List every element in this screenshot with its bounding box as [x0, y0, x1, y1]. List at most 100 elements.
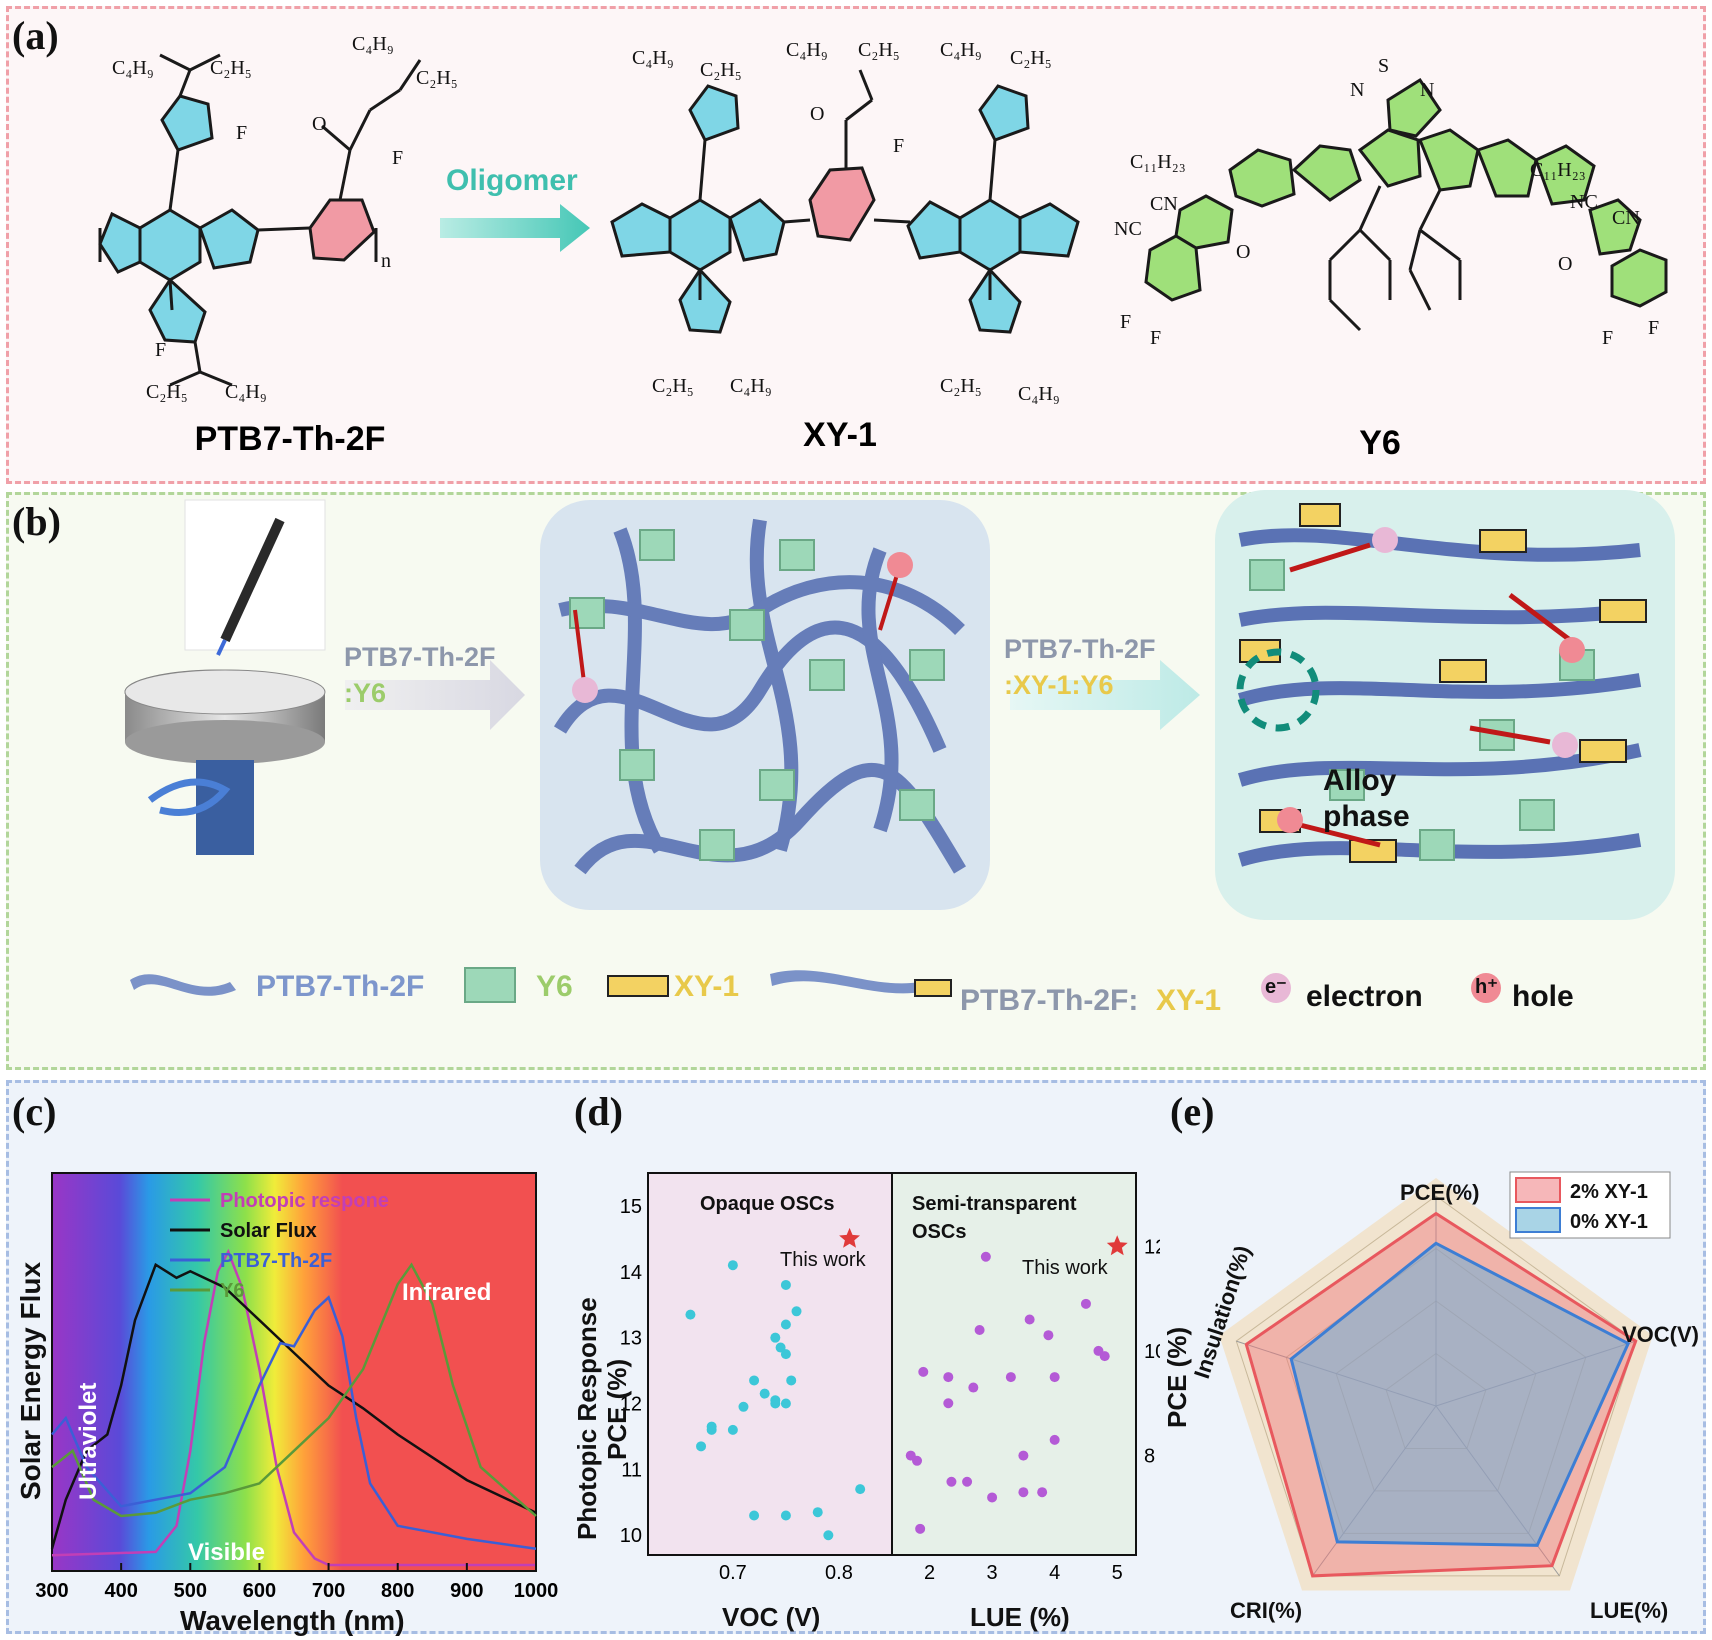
semi-data-point: [1037, 1487, 1048, 1498]
legend-xy1-icon: [607, 975, 669, 997]
ptb-sub-c4h9-bottom: C₄H₉: [225, 381, 267, 403]
opaque-data-point: [770, 1332, 781, 1343]
xy1-sub-c4h9-right: C₄H₉: [940, 39, 982, 61]
electron-marker-right-2: [1552, 732, 1578, 758]
y6-atom-cn-left: CN: [1150, 193, 1178, 215]
radar-grid-ring: [1235, 1195, 1637, 1577]
xy1-sub-c2h5-right: C₂H₅: [1010, 47, 1052, 69]
opaque-title: Opaque OSCs: [700, 1193, 834, 1215]
semi-data-point: [1018, 1487, 1029, 1498]
semi-data-point: [912, 1455, 923, 1466]
electron-path-right-2: [1469, 725, 1551, 745]
pce-y-label-2: PCE (%): [602, 1359, 632, 1460]
ptb-sub-c2h5-bottom: C₂H₅: [146, 381, 188, 403]
y6-atom-s-top: S: [1378, 55, 1389, 77]
semi-data-point: [946, 1476, 957, 1487]
arrow1-label-line1: PTB7-Th-2F: [344, 642, 496, 672]
visible-label: Visible: [188, 1539, 265, 1566]
hole-marker-right-1: [1559, 637, 1585, 663]
panel-a-label: (a): [12, 13, 59, 58]
arrow2-label-line2: :XY-1:Y6: [1004, 670, 1114, 700]
ptb7-th-2f-structure: [98, 53, 422, 387]
legend-hole-label: hole: [1512, 980, 1574, 1013]
y6-atom-f-right-1: F: [1648, 317, 1659, 339]
y6-structure: [1144, 77, 1668, 332]
radar-chart: PCE(%) VOC(V) LUE(%) CRI(%) Insulation(%…: [1162, 1171, 1699, 1623]
opaque-y-tick-label: 13: [620, 1328, 642, 1350]
legend-blend-label-a: PTB7-Th-2F:: [960, 984, 1139, 1017]
xy-1-structure: [610, 69, 1080, 334]
opaque-data-point: [855, 1484, 866, 1495]
opaque-data-point: [770, 1398, 781, 1409]
opaque-y-tick-label: 14: [620, 1262, 642, 1284]
ptb-ester-c2h5: C₂H₅: [416, 67, 458, 89]
series-line-0: [51, 1248, 536, 1567]
voc-x-label: VOC (V): [722, 1602, 820, 1632]
spin-coater-illustration: [124, 499, 326, 855]
semi-data-point: [1080, 1298, 1091, 1309]
morphology-schematic: Alloy phase: [124, 490, 1675, 1003]
panel-d-label: (d): [574, 1089, 623, 1134]
radar-axis-voc: VOC(V): [1622, 1322, 1699, 1347]
semi-data-point: [1099, 1351, 1110, 1362]
y6-atom-n-right: N: [1420, 79, 1434, 101]
electron-path-middle: [573, 609, 587, 691]
legend-blend-label-b: XY-1: [1156, 984, 1222, 1017]
this-work-right: This work: [1022, 1257, 1109, 1279]
opaque-data-point: [780, 1279, 791, 1290]
ptb-sub-c4h9-top: C₄H₉: [112, 57, 154, 79]
opaque-data-point: [759, 1388, 770, 1399]
xy1-ester-c4h9: C₄H₉: [786, 39, 828, 61]
legend-electron-label: electron: [1306, 980, 1423, 1013]
legend-xy1-label: XY-1: [674, 970, 740, 1003]
y6-sub-c11h23-right: C₁₁H₂₃: [1530, 159, 1586, 181]
y6-atom-o-right: O: [1558, 253, 1572, 275]
semi-title-line2: OSCs: [912, 1221, 966, 1243]
opaque-data-point: [780, 1319, 791, 1330]
ptb-atom-f-bottom: F: [155, 339, 166, 361]
hole-marker-right-2: [1277, 807, 1303, 833]
alloy-phase-circle: [1236, 648, 1320, 732]
semi-x-tick-label: 5: [1112, 1562, 1123, 1584]
ptb-sub-c2h5-top: C₂H₅: [210, 57, 252, 79]
ptb-atom-f-ring: F: [392, 147, 403, 169]
alloy-phase-line1: Alloy: [1323, 764, 1397, 797]
x-tick-label: 900: [450, 1580, 483, 1602]
x-tick-label: 700: [312, 1580, 345, 1602]
ultraviolet-label: Ultraviolet: [75, 1383, 102, 1500]
radar-legend-swatch-0pct: [1515, 1207, 1561, 1233]
molecule-name-xy1: XY-1: [803, 416, 877, 454]
semi-title-line1: Semi-transparent: [912, 1193, 1077, 1215]
y6-atom-o-left: O: [1236, 241, 1250, 263]
hole-path-right-1: [1508, 593, 1572, 642]
oligomer-arrow: [440, 204, 590, 252]
opaque-x-tick-label: 0.7: [719, 1562, 747, 1584]
xy1-ester-c2h5: C₂H₅: [858, 39, 900, 61]
opaque-y-tick-label: 11: [621, 1459, 642, 1481]
legend-y6-label: Y6: [536, 970, 573, 1003]
panel-e-label: (e): [1170, 1089, 1215, 1134]
radar-series-1: [1289, 1241, 1631, 1547]
legend-hole-symbol: h⁺: [1475, 976, 1498, 998]
xy1-sub-c2h5-left: C₂H₅: [700, 59, 742, 81]
hole-marker-middle: [887, 552, 913, 578]
opaque-this-work-star: [839, 1227, 860, 1248]
x-tick-label: 800: [381, 1580, 414, 1602]
semi-transparent-points: [905, 1235, 1128, 1534]
electron-marker-right-1: [1372, 527, 1398, 553]
chemical-structures-figure: C₄H₉ C₂H₅ C₄H₉ C₂H₅ C₂H₅ C₄H₉ F F F O n …: [98, 33, 1668, 405]
opaque-points: [685, 1227, 866, 1541]
opaque-data-point: [685, 1309, 696, 1320]
x-tick-label: 1000: [514, 1580, 559, 1602]
ptb-atom-n: n: [381, 250, 391, 272]
semi-data-point: [918, 1366, 929, 1377]
semi-data-point: [943, 1372, 954, 1383]
radar-legend-2pct: 2% XY-1: [1570, 1181, 1648, 1203]
ptb-ester-c4h9: C₄H₉: [352, 33, 394, 55]
legend-y6: Y6: [220, 1280, 244, 1302]
radar-legend-swatch-2pct: [1515, 1177, 1561, 1203]
opaque-y-tick-label: 12: [620, 1394, 642, 1416]
opaque-data-point: [696, 1441, 707, 1452]
semi-data-point: [915, 1523, 926, 1534]
